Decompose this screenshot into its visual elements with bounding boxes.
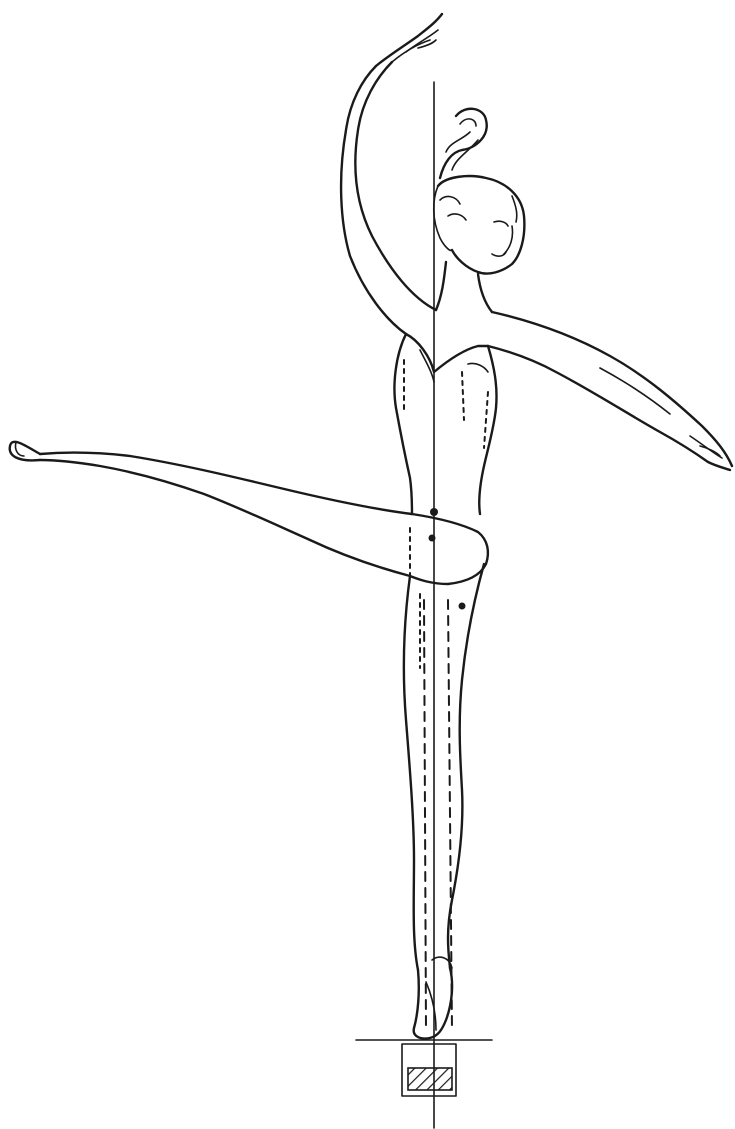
supporting-leg xyxy=(404,564,484,1030)
head xyxy=(434,176,525,274)
extended-arm xyxy=(488,312,732,470)
raised-leg xyxy=(10,442,488,584)
pointe-shoe xyxy=(414,957,452,1038)
raised-arm xyxy=(341,14,442,334)
torso xyxy=(394,334,496,514)
neck xyxy=(436,262,492,312)
hip-markers xyxy=(410,508,466,668)
hair-bun xyxy=(440,109,487,178)
support-base xyxy=(402,1044,456,1096)
